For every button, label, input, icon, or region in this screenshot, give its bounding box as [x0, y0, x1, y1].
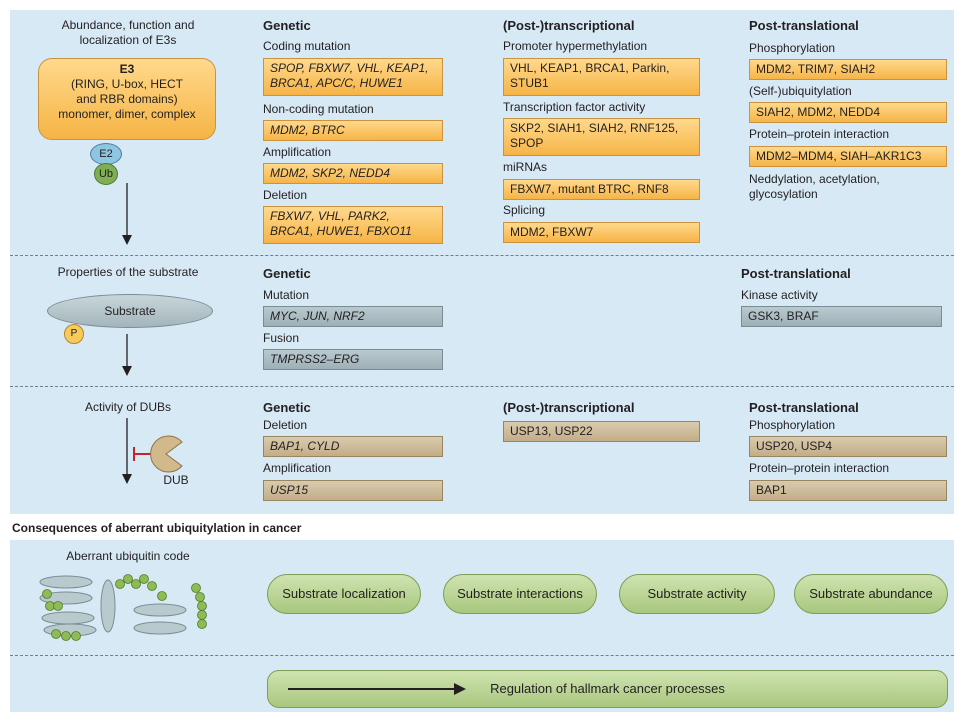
mirna-box: FBXW7, mutant BTRC, RNF8	[503, 179, 700, 200]
ubiquitin-code-label: Aberrant ubiquitin code	[66, 549, 190, 563]
dub-phosphorylation-label: Phosphorylation	[749, 418, 836, 432]
row3-transcriptional-header: (Post-)transcriptional	[503, 400, 635, 415]
other-modifications-label: Neddylation, acetylation, glycosylation	[749, 172, 880, 201]
substrate-mutation-label: Mutation	[263, 288, 310, 302]
row2-genetic-header: Genetic	[263, 266, 311, 281]
dub-phosphorylation-box: USP20, USP4	[749, 436, 947, 457]
promoter-hypermethylation-box: VHL, KEAP1, BRCA1, Parkin, STUB1	[503, 58, 700, 96]
e2-enzyme: E2	[90, 143, 122, 165]
e3-complex: E3 (RING, U-box, HECT and RBR domains) m…	[38, 58, 216, 140]
noncoding-mutation-box: MDM2, BTRC	[263, 120, 443, 141]
deletion-label: Deletion	[263, 188, 308, 202]
row1-transcriptional-header: (Post-)transcriptional	[503, 18, 635, 33]
amplification-box: MDM2, SKP2, NEDD4	[263, 163, 443, 184]
ppi-label: Protein–protein interaction	[749, 127, 890, 141]
dub-inhibition-graphic	[122, 418, 183, 484]
row3-genetic-header: Genetic	[263, 400, 311, 415]
row1-posttranslational-header: Post-translational	[749, 18, 859, 33]
divider-1	[10, 255, 954, 256]
e3-section-label: Abundance, function and localization of …	[61, 18, 195, 47]
arrow-down-2	[122, 334, 132, 376]
row3-posttranslational-header: Post-translational	[749, 400, 859, 415]
arrow-down-1	[122, 183, 132, 245]
tf-activity-label: Transcription factor activity	[503, 100, 646, 114]
ppi-box: MDM2–MDM4, SIAH–AKR1C3	[749, 146, 947, 167]
amplification-label: Amplification	[263, 145, 332, 159]
dub-ppi-label: Protein–protein interaction	[749, 461, 890, 475]
ubiquitin: Ub	[94, 163, 118, 185]
fusion-box: TMPRSS2–ERG	[263, 349, 443, 370]
dub-deletion-label: Deletion	[263, 418, 308, 432]
dub-transcriptional-box: USP13, USP22	[503, 421, 700, 442]
promoter-hypermethylation-label: Promoter hypermethylation	[503, 39, 648, 53]
tf-activity-box: SKP2, SIAH1, SIAH2, RNF125, SPOP	[503, 118, 700, 156]
row2-posttranslational-header: Post-translational	[741, 266, 851, 281]
substrate-section-label: Properties of the substrate	[57, 265, 199, 279]
phosphate: P	[64, 324, 84, 344]
substrate: Substrate	[47, 294, 213, 328]
divider-3	[10, 655, 954, 656]
regulation-bar: Regulation of hallmark cancer processes	[267, 670, 948, 708]
dub-section-label: Activity of DUBs	[84, 400, 171, 414]
kinase-activity-label: Kinase activity	[741, 288, 818, 302]
pill-substrate-abundance: Substrate abundance	[794, 574, 948, 614]
arrow-right	[288, 683, 466, 695]
kinase-activity-box: GSK3, BRAF	[741, 306, 942, 327]
coding-mutation-box: SPOP, FBXW7, VHL, KEAP1, BRCA1, APC/C, H…	[263, 58, 443, 96]
dub-amplification-label: Amplification	[263, 461, 332, 475]
pill-substrate-activity: Substrate activity	[619, 574, 775, 614]
divider-2	[10, 386, 954, 387]
mirna-label: miRNAs	[503, 160, 547, 174]
phosphorylation-box: MDM2, TRIM7, SIAH2	[749, 59, 947, 80]
coding-mutation-label: Coding mutation	[263, 39, 351, 53]
ubiquitin-code-graphic	[39, 574, 207, 641]
consequences-title: Consequences of aberrant ubiquitylation …	[12, 521, 302, 535]
dub-label: DUB	[163, 473, 189, 487]
splicing-box: MDM2, FBXW7	[503, 222, 700, 243]
deletion-box: FBXW7, VHL, PARK2, BRCA1, HUWE1, FBXO11	[263, 206, 443, 244]
splicing-label: Splicing	[503, 203, 546, 217]
dub-deletion-box: BAP1, CYLD	[263, 436, 443, 457]
regulation-label: Regulation of hallmark cancer processes	[490, 681, 725, 696]
fusion-label: Fusion	[263, 331, 300, 345]
self-ubiquitylation-box: SIAH2, MDM2, NEDD4	[749, 102, 947, 123]
noncoding-mutation-label: Non-coding mutation	[263, 102, 374, 116]
pill-substrate-localization: Substrate localization	[267, 574, 421, 614]
substrate-mutation-box: MYC, JUN, NRF2	[263, 306, 443, 327]
dub-ppi-box: BAP1	[749, 480, 947, 501]
pill-substrate-interactions: Substrate interactions	[443, 574, 597, 614]
phosphorylation-label: Phosphorylation	[749, 41, 836, 55]
row1-genetic-header: Genetic	[263, 18, 311, 33]
self-ubiquitylation-label: (Self-)ubiquitylation	[749, 84, 852, 98]
dub-amplification-box: USP15	[263, 480, 443, 501]
